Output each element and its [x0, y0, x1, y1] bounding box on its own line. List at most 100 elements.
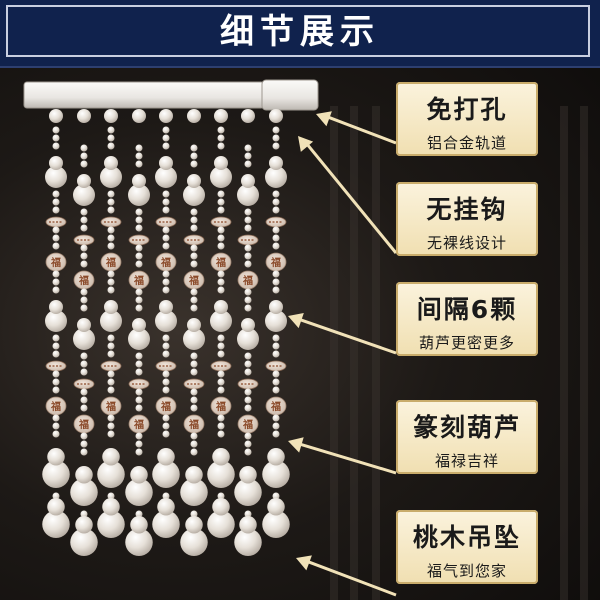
bead: [52, 430, 60, 438]
bead: [244, 368, 252, 376]
stamp-character: 福: [215, 400, 226, 413]
bead: [190, 296, 198, 304]
gourd-bead-bottom: [125, 478, 153, 506]
bead-strand: 福福: [152, 109, 180, 538]
bead: [272, 270, 280, 278]
gourd-bead-top: [187, 174, 201, 188]
bead: [135, 288, 143, 296]
stamp-character: 福: [160, 256, 171, 269]
bead: [107, 342, 115, 350]
bead: [107, 126, 115, 134]
bead: [52, 134, 60, 142]
stamp-character: 福: [270, 256, 281, 269]
gourd-bead-top: [159, 300, 173, 314]
bead: [80, 360, 88, 368]
bead: [217, 226, 225, 234]
bead: [272, 198, 280, 206]
bead: [135, 448, 143, 456]
pointer-arrow-head: [288, 312, 304, 329]
bead: [190, 224, 198, 232]
bead: [244, 252, 252, 260]
bead: [190, 208, 198, 216]
bead: [52, 370, 60, 378]
stamp-character: 福: [133, 418, 144, 431]
bead: [52, 378, 60, 386]
feature-subtitle: 福禄吉祥: [434, 452, 499, 470]
bead-strand: 福福: [180, 109, 208, 556]
bead: [272, 414, 280, 422]
bead: [162, 370, 170, 378]
gourd-bead-top: [269, 156, 283, 170]
bead: [135, 368, 143, 376]
bead: [135, 510, 143, 518]
stamp-character: 福: [242, 274, 253, 287]
feature-title: 篆刻葫芦: [412, 413, 521, 442]
gourd-bead-bottom: [180, 528, 208, 556]
bead: [272, 386, 280, 394]
feature-label: 篆刻葫芦福禄吉祥: [396, 400, 538, 474]
bead: [107, 270, 115, 278]
gourd-bead-top: [130, 516, 148, 534]
bead: [52, 190, 60, 198]
bead: [52, 234, 60, 242]
gourd-bead-bottom: [237, 328, 259, 350]
gourd-bead-bottom: [265, 166, 287, 188]
bead: [217, 234, 225, 242]
bead: [217, 198, 225, 206]
gourd-bead-top: [132, 318, 146, 332]
bead: [135, 360, 143, 368]
bead: [135, 396, 143, 404]
bead: [52, 226, 60, 234]
bead: [190, 216, 198, 224]
pointer-arrow-head: [288, 437, 304, 453]
bead: [272, 134, 280, 142]
bead: [272, 190, 280, 198]
feature-label: 桃木吊坠福气到您家: [396, 510, 538, 584]
bead: [244, 448, 252, 456]
stamp-character: 福: [270, 400, 281, 413]
bead: [135, 304, 143, 312]
stamp-character: 福: [133, 274, 144, 287]
bead: [162, 422, 170, 430]
pointer-arrow-shaft: [297, 442, 397, 475]
bead: [132, 109, 146, 123]
bead: [80, 208, 88, 216]
gourd-bead-top: [157, 448, 175, 466]
bead: [217, 270, 225, 278]
gourd-bead-bottom: [42, 460, 70, 488]
bead: [135, 404, 143, 412]
bead: [217, 430, 225, 438]
bead: [244, 432, 252, 440]
bead: [162, 350, 170, 358]
bead: [272, 126, 280, 134]
bead: [162, 430, 170, 438]
bead: [135, 160, 143, 168]
bead: [217, 278, 225, 286]
bead: [80, 352, 88, 360]
bead-strand: 福福: [97, 109, 125, 538]
bead: [190, 388, 198, 396]
bead: [52, 386, 60, 394]
bead-strand: 福福: [207, 109, 235, 538]
bead: [244, 224, 252, 232]
bead: [52, 198, 60, 206]
bead: [107, 226, 115, 234]
bead: [80, 448, 88, 456]
pointer-arrow-head: [316, 111, 332, 127]
gourd-bead-bottom: [45, 310, 67, 332]
bead: [107, 370, 115, 378]
feature-title: 桃木吊坠: [412, 523, 521, 552]
bead: [272, 226, 280, 234]
bead: [80, 296, 88, 304]
bead: [272, 242, 280, 250]
bead: [187, 109, 201, 123]
bead: [272, 378, 280, 386]
bead: [107, 286, 115, 294]
bead: [190, 396, 198, 404]
bead: [162, 226, 170, 234]
background-strand: [350, 106, 358, 600]
bead: [135, 432, 143, 440]
pointer-arrow-shaft: [325, 114, 397, 145]
bead: [80, 252, 88, 260]
gourd-bead-top: [104, 156, 118, 170]
